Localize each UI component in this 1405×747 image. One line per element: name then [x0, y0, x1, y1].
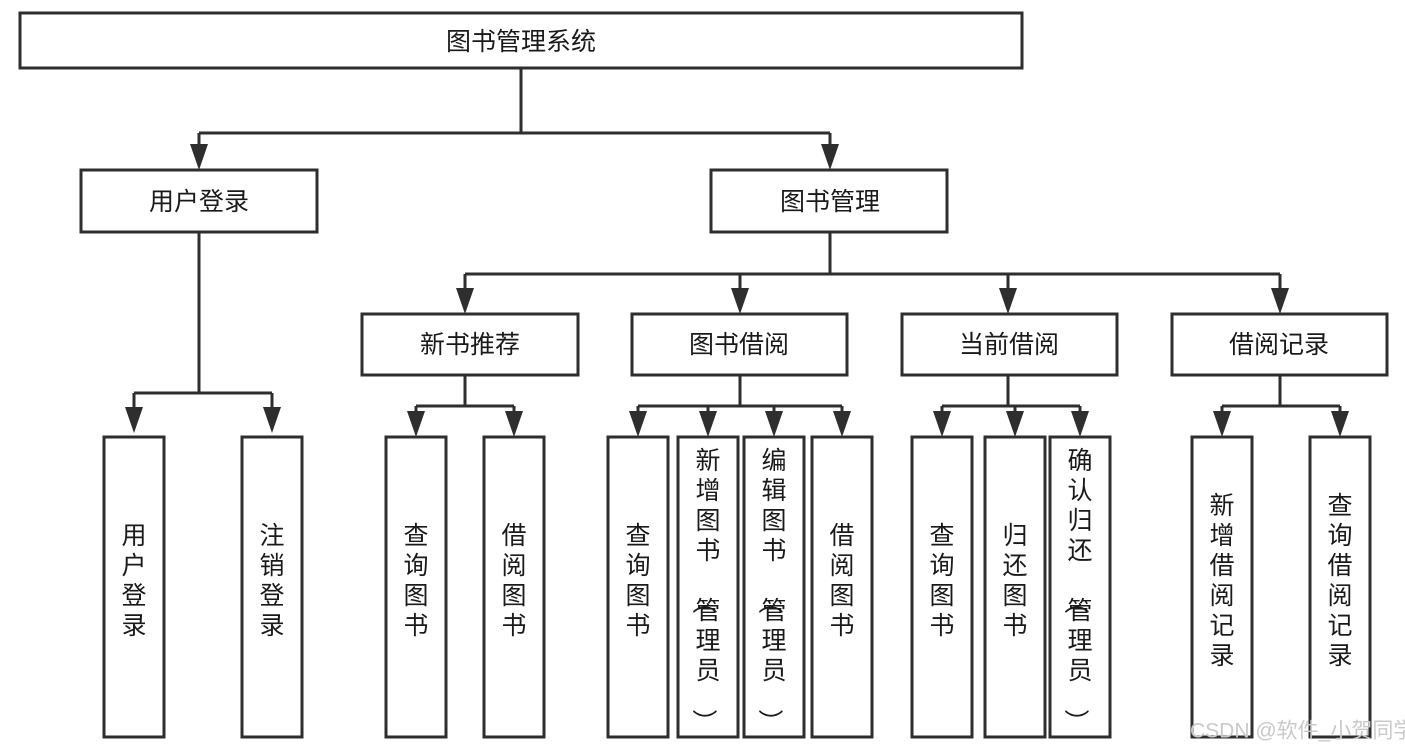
node-borrow-record-box[interactable]: [1170, 312, 1389, 377]
leaf-query-record-box[interactable]: [1308, 435, 1372, 739]
node-current-borrow[interactable]: 当前借阅: [900, 312, 1119, 377]
arrow-to-book-manage: [821, 144, 839, 170]
node-book-manage-label: 图书管理: [780, 188, 880, 216]
node-root-label: 图书管理系统: [446, 28, 596, 56]
arrow-to-user-login: [190, 144, 208, 170]
leaf-confirm-return-box[interactable]: [1048, 435, 1112, 739]
leaf-node[interactable]: 归还图书: [983, 435, 1047, 739]
leaf-node[interactable]: 注销登录: [240, 435, 304, 739]
leaf-node[interactable]: 新增图书（管理员）: [676, 435, 740, 739]
arrow-to-leaf-edit-book: [765, 411, 783, 437]
connector-group-new-book-rec: [407, 375, 523, 437]
node-book-manage[interactable]: 图书管理: [709, 168, 949, 234]
leaf-return-book-label: 归还图书: [1002, 522, 1027, 640]
arrow-to-leaf-borrow-book-2: [833, 411, 851, 437]
arrow-to-leaf-query-book-3: [933, 411, 951, 437]
arrow-to-leaf-add-record: [1213, 411, 1231, 437]
leaf-query-book-1-box[interactable]: [384, 435, 448, 739]
arrow-to-new-book-rec: [456, 288, 474, 314]
leaf-add-book-label: 新增图书（管理员）: [689, 447, 720, 734]
leaf-query-book-3-box[interactable]: [910, 435, 974, 739]
leaf-node[interactable]: 确认归还（管理员）: [1048, 435, 1112, 739]
arrow-to-leaf-return-book: [1006, 411, 1024, 437]
leaf-user-login-box[interactable]: [102, 435, 166, 739]
leaf-node[interactable]: 查询图书: [910, 435, 974, 739]
connector-group-borrow-record: [1213, 375, 1349, 437]
leaf-node[interactable]: 查询借阅记录: [1308, 435, 1372, 739]
leaf-add-record-label: 新增借阅记录: [1209, 492, 1234, 670]
node-book-manage-box[interactable]: [709, 168, 949, 234]
connector-group-root: [190, 68, 839, 170]
arrow-to-leaf-query-book-2: [629, 411, 647, 437]
arrow-to-leaf-add-book: [699, 411, 717, 437]
node-new-book-rec-box[interactable]: [360, 312, 580, 377]
leaf-edit-book-box[interactable]: [742, 435, 806, 739]
leaf-query-book-1-label: 查询图书: [403, 522, 428, 640]
leaf-query-book-2-label: 查询图书: [625, 522, 650, 640]
arrow-to-leaf-logout: [263, 407, 281, 433]
arrow-to-current-borrow: [999, 288, 1017, 314]
leaf-logout-box[interactable]: [240, 435, 304, 739]
node-new-book-rec-label: 新书推荐: [420, 331, 520, 359]
node-user-login[interactable]: 用户登录: [79, 168, 319, 234]
leaf-node[interactable]: 查询图书: [606, 435, 670, 739]
leaf-user-login-label: 用户登录: [121, 522, 146, 640]
leaf-node[interactable]: 编辑图书（管理员）: [742, 435, 806, 739]
leaf-node[interactable]: 新增借阅记录: [1190, 435, 1254, 739]
arrow-to-leaf-query-book-1: [407, 411, 425, 437]
leaf-query-book-3-label: 查询图书: [929, 522, 954, 640]
leaf-node[interactable]: 借阅图书: [810, 435, 874, 739]
leaf-node[interactable]: 借阅图书: [482, 435, 546, 739]
arrow-to-leaf-borrow-book-1: [505, 411, 523, 437]
node-book-borrow-box[interactable]: [630, 312, 849, 377]
leaf-node[interactable]: 查询图书: [384, 435, 448, 739]
leaf-query-book-2-box[interactable]: [606, 435, 670, 739]
leaf-add-book-box[interactable]: [676, 435, 740, 739]
csdn-watermark: CSDN @软件_小贺同学: [1190, 720, 1405, 743]
node-borrow-record[interactable]: 借阅记录: [1170, 312, 1389, 377]
leaf-query-record-label: 查询借阅记录: [1327, 492, 1352, 670]
leaf-logout-label: 注销登录: [259, 522, 284, 640]
connector-group-book-borrow: [629, 375, 851, 437]
connector-group-book-manage: [456, 232, 1289, 314]
node-new-book-rec[interactable]: 新书推荐: [360, 312, 580, 377]
node-book-borrow-label: 图书借阅: [689, 331, 789, 359]
connector-group-user-login: [125, 232, 281, 433]
arrow-to-leaf-confirm-return: [1071, 411, 1089, 437]
node-borrow-record-label: 借阅记录: [1229, 331, 1329, 359]
leaf-node-layer: 用户登录 注销登录 查询图书 借阅图书 查询图书 新增图书（管理员） 编辑图书（管理员） 借阅…: [102, 435, 1372, 739]
leaf-return-book-box[interactable]: [983, 435, 1047, 739]
node-current-borrow-box[interactable]: [900, 312, 1119, 377]
leaf-node[interactable]: 用户登录: [102, 435, 166, 739]
leaf-borrow-book-2-label: 借阅图书: [829, 522, 854, 640]
leaf-confirm-return-label: 确认归还（管理员）: [1061, 447, 1092, 734]
node-root[interactable]: 图书管理系统: [18, 11, 1024, 70]
arrow-to-leaf-user-login: [125, 407, 143, 433]
leaf-borrow-book-2-box[interactable]: [810, 435, 874, 739]
arrow-to-leaf-query-record: [1331, 411, 1349, 437]
node-current-borrow-label: 当前借阅: [959, 331, 1059, 359]
arrow-to-borrow-record: [1271, 288, 1289, 314]
leaf-borrow-book-1-box[interactable]: [482, 435, 546, 739]
node-root-box[interactable]: [18, 11, 1024, 70]
connector-group-current-borrow: [933, 375, 1089, 437]
node-user-login-label: 用户登录: [149, 188, 249, 216]
node-book-borrow[interactable]: 图书借阅: [630, 312, 849, 377]
leaf-borrow-book-1-label: 借阅图书: [501, 522, 526, 640]
node-user-login-box[interactable]: [79, 168, 319, 234]
leaf-add-record-box[interactable]: [1190, 435, 1254, 739]
arrow-to-book-borrow: [731, 288, 749, 314]
leaf-edit-book-label: 编辑图书（管理员）: [755, 447, 786, 734]
